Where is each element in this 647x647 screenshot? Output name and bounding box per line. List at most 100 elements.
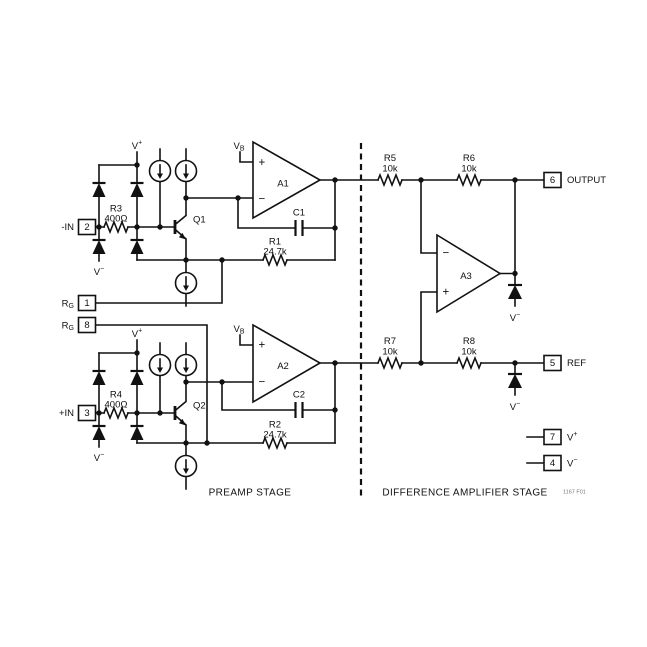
r5-name: R5 [384, 153, 396, 164]
opamp-a1-icon [252, 140, 322, 220]
resistor-r1-icon [261, 252, 289, 268]
a1-label: A1 [277, 179, 289, 190]
r8-name: R8 [463, 336, 475, 347]
vplus-pin-label: V+ [567, 431, 577, 444]
protection-diode-icon [130, 183, 144, 197]
r5-value: 10k [382, 164, 398, 175]
pin-1-number: 1 [84, 298, 89, 309]
q1-emitter-arrow [178, 232, 186, 240]
opamp-a2-icon [252, 323, 322, 404]
a2-plus-input: + [259, 340, 266, 352]
difference-stage-caption: DIFFERENCE AMPLIFIER STAGE [382, 488, 547, 499]
resistor-r2-icon [261, 435, 289, 451]
resistor-r3-icon [102, 219, 130, 235]
resistor-r4-icon [102, 405, 130, 421]
vminus-pin-label: V− [567, 457, 577, 470]
vplus-label: V+ [132, 139, 142, 152]
protection-diode-icon [92, 183, 106, 197]
resistor-r7-icon [376, 355, 404, 371]
a2-minus-input: − [259, 377, 266, 389]
difference-amplifier-stage [376, 172, 545, 464]
pin-box-6 [543, 171, 562, 189]
q1-label: Q1 [193, 215, 206, 226]
r1-name: R1 [269, 237, 281, 248]
pin-box-8 [77, 316, 97, 334]
clamp-diode-icon [508, 374, 522, 388]
a2-label: A2 [277, 361, 289, 372]
resistor-r8-icon [455, 355, 483, 371]
r7-name: R7 [384, 336, 396, 347]
r2-value: 24.7k [263, 430, 286, 441]
pin-6-number: 6 [550, 175, 555, 186]
a3-noninverting-input-wire [420, 291, 438, 364]
pos-in-label: +IN [59, 408, 74, 419]
vminus-label: V− [510, 311, 520, 324]
pin-box-3 [77, 404, 97, 422]
capacitor-c2-icon [294, 402, 304, 418]
r1-value: 24.7k [263, 247, 286, 258]
pin-3-number: 3 [84, 408, 89, 419]
q2-emitter-arrow [178, 418, 186, 426]
a3-output-wire [499, 179, 516, 275]
q2-emitter [174, 414, 187, 444]
vb-label: VB [233, 141, 244, 153]
vminus-label: V− [510, 400, 520, 413]
vplus-label: V+ [132, 327, 142, 340]
figure-reference: 1167 F01 [563, 490, 586, 496]
protection-diode-icon [92, 426, 106, 440]
a1-minus-input: − [259, 194, 266, 206]
package-pins [77, 171, 562, 472]
vb-label: VB [233, 324, 244, 336]
protection-diode-icon [92, 240, 106, 254]
c1-label: C1 [293, 208, 305, 219]
r6-name: R6 [463, 153, 475, 164]
r3-name: R3 [110, 204, 122, 215]
current-source-arrowhead [157, 367, 163, 373]
c1-wires [237, 197, 336, 229]
vb-wire-2 [239, 334, 254, 346]
preamp-channel-1 [92, 140, 379, 444]
pin-8-number: 8 [84, 320, 89, 331]
c2-wires [221, 381, 336, 411]
r3-value: 400Ω [105, 214, 128, 225]
r8-value: 10k [461, 347, 477, 358]
pin-box-7 [543, 428, 562, 446]
q1-collector [174, 197, 187, 226]
resistor-r6-icon [455, 172, 483, 188]
rg-label: RG [62, 320, 74, 332]
current-source-arrowhead [183, 468, 189, 474]
protection-diode-icon [130, 240, 144, 254]
a3-label: A3 [460, 271, 472, 282]
a3-plus-input: + [443, 287, 450, 299]
r2-name: R2 [269, 420, 281, 431]
protection-diode-icon [92, 371, 106, 385]
q1-emitter [174, 228, 187, 261]
vminus-label: V− [94, 265, 104, 278]
clamp-diode-icon [508, 285, 522, 299]
protection-diode-icon [130, 426, 144, 440]
pin-box-4 [543, 454, 562, 472]
r4-name: R4 [110, 390, 122, 401]
opamp-a3-icon [436, 233, 502, 314]
pin-box-5 [543, 354, 562, 372]
capacitor-c1-icon [294, 220, 304, 236]
vb-wire-1 [239, 151, 254, 163]
pin-box-2 [77, 218, 97, 236]
current-source-arrowhead [183, 367, 189, 373]
preamp-channel-2 [92, 323, 379, 490]
output-label: OUTPUT [567, 175, 606, 186]
r6-value: 10k [461, 164, 477, 175]
junction-dots [96, 162, 518, 446]
rg1-wire [94, 259, 223, 304]
pin-box-1 [77, 294, 97, 312]
r4-value: 400Ω [105, 400, 128, 411]
pin-7-number: 7 [550, 432, 555, 443]
a3-inverting-input-wire [420, 179, 438, 254]
pin-4-number: 4 [550, 458, 555, 469]
current-source-arrowhead [157, 173, 163, 179]
neg-in-label: -IN [61, 222, 74, 233]
pin-2-number: 2 [84, 222, 89, 233]
resistor-r5-icon [376, 172, 404, 188]
preamp-stage-caption: PREAMP STAGE [209, 488, 292, 499]
vplus-rail-2 [98, 339, 138, 354]
